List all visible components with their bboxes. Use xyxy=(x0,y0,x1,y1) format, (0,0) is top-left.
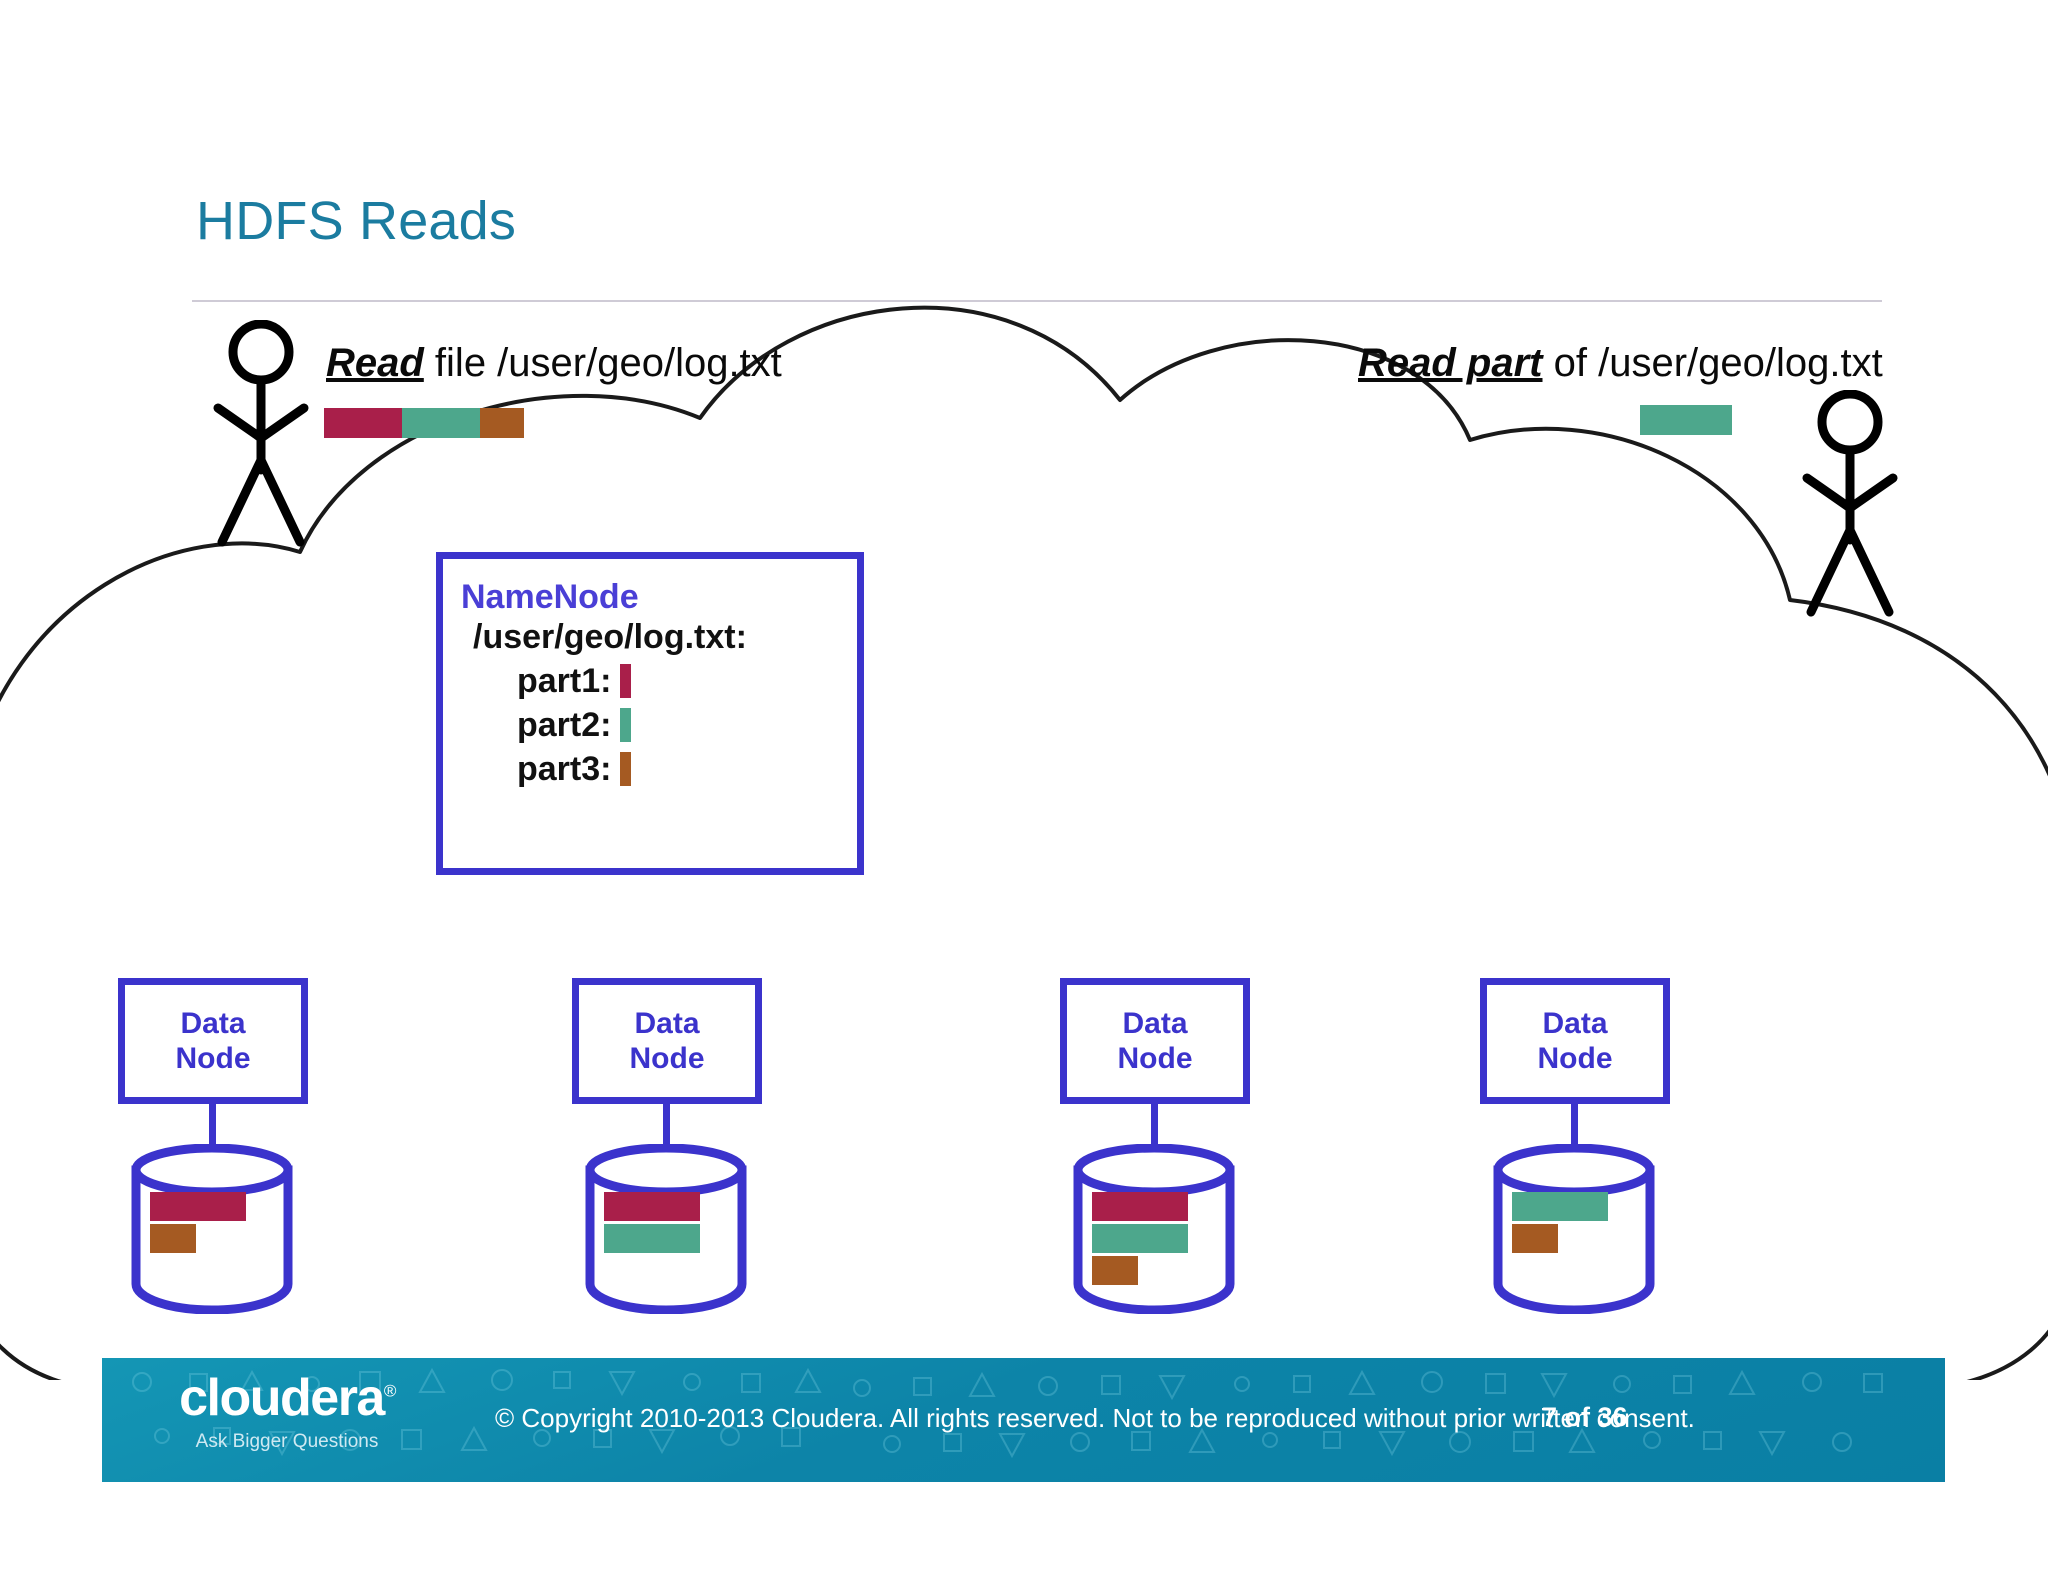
datanode-connector xyxy=(209,1104,216,1148)
file-block-part2 xyxy=(402,408,480,438)
namenode-part-list: part1: part2: part3: xyxy=(461,659,857,792)
datanode-label-line1: Data xyxy=(180,1006,246,1040)
datanode-block-part3 xyxy=(1092,1256,1138,1285)
callout-right-emphasis: Read part xyxy=(1358,341,1543,385)
datanode-block-part2 xyxy=(604,1224,700,1253)
callout-right-rest: of /user/geo/log.txt xyxy=(1542,341,1883,385)
copyright-text: © Copyright 2010-2013 Cloudera. All righ… xyxy=(495,1403,1695,1433)
callout-read-part: Read part of /user/geo/log.txt xyxy=(1358,341,1883,386)
datanode-label-line2: Node xyxy=(629,1042,705,1075)
datanode-block-stack xyxy=(1092,1192,1212,1288)
brand-tagline: Ask Bigger Questions xyxy=(195,1431,379,1452)
datanode-connector xyxy=(663,1104,670,1148)
stick-figure-left xyxy=(206,320,316,550)
namenode-part-chip xyxy=(620,663,632,698)
namenode-box[interactable]: NameNode /user/geo/log.txt: part1: part2:… xyxy=(436,552,864,875)
namenode-title: NameNode xyxy=(461,578,639,616)
footer-pattern-icon xyxy=(102,1358,1945,1482)
datanode-connector xyxy=(1571,1104,1578,1148)
datanode-block-part3 xyxy=(1512,1224,1558,1253)
namenode-part-row: part2: xyxy=(517,703,857,747)
registered-mark-icon: ® xyxy=(383,1381,397,1401)
datanode-label-line1: Data xyxy=(634,1006,700,1040)
datanode-label-line2: Node xyxy=(1537,1042,1613,1075)
page-title: HDFS Reads xyxy=(196,191,517,251)
datanode-block-stack xyxy=(604,1192,724,1256)
datanode-disk-icon xyxy=(128,1144,296,1314)
title-divider xyxy=(192,300,1882,302)
datanode-block-part1 xyxy=(604,1192,700,1221)
namenode-part-label: part3: xyxy=(517,749,612,788)
page-number: 7 of 36 xyxy=(1542,1402,1628,1432)
datanode-block-stack xyxy=(1512,1192,1632,1256)
callout-left-emphasis: Read xyxy=(326,341,424,385)
datanode-disk-icon xyxy=(1070,1144,1238,1314)
datanode-block-part2 xyxy=(1092,1224,1188,1253)
datanode-label-line1: Data xyxy=(1122,1006,1188,1040)
datanode-block-part2 xyxy=(1512,1192,1608,1221)
file-block-part2 xyxy=(1640,405,1732,435)
datanode-label-line1: Data xyxy=(1542,1006,1608,1040)
namenode-part-chip xyxy=(620,707,632,742)
datanode-block-part1 xyxy=(1092,1192,1188,1221)
datanode-disk-icon xyxy=(582,1144,750,1314)
namenode-part-row: part3: xyxy=(517,747,857,791)
datanode-disk-icon xyxy=(1490,1144,1658,1314)
file-block-part3 xyxy=(480,408,524,438)
datanode-block-stack xyxy=(150,1192,270,1256)
datanode-label-line2: Node xyxy=(1117,1042,1193,1075)
namenode-part-chip xyxy=(620,752,632,787)
datanode-block-part3 xyxy=(150,1224,196,1253)
file-bar-left xyxy=(324,408,524,438)
namenode-path: /user/geo/log.txt: xyxy=(473,618,747,657)
datanode-connector xyxy=(1151,1104,1158,1148)
file-block-part1 xyxy=(324,408,402,438)
file-bar-right xyxy=(1640,405,1732,435)
datanode-label-line2: Node xyxy=(175,1042,251,1075)
namenode-part-label: part2: xyxy=(517,705,612,744)
namenode-part-row: part1: xyxy=(517,659,857,703)
callout-left-rest: file /user/geo/log.txt xyxy=(423,341,782,385)
datanode-block-part1 xyxy=(150,1192,246,1221)
cloudera-logo: cloudera® Ask Bigger Questions xyxy=(137,1372,437,1453)
brand-name: cloudera® xyxy=(137,1372,437,1424)
slide-footer: cloudera® Ask Bigger Questions © Copyrig… xyxy=(102,1358,1945,1482)
brand-word: cloudera xyxy=(179,1369,385,1427)
callout-read-file: Read file /user/geo/log.txt xyxy=(326,341,782,386)
namenode-part-label: part1: xyxy=(517,661,612,700)
stick-figure-right xyxy=(1795,390,1905,620)
